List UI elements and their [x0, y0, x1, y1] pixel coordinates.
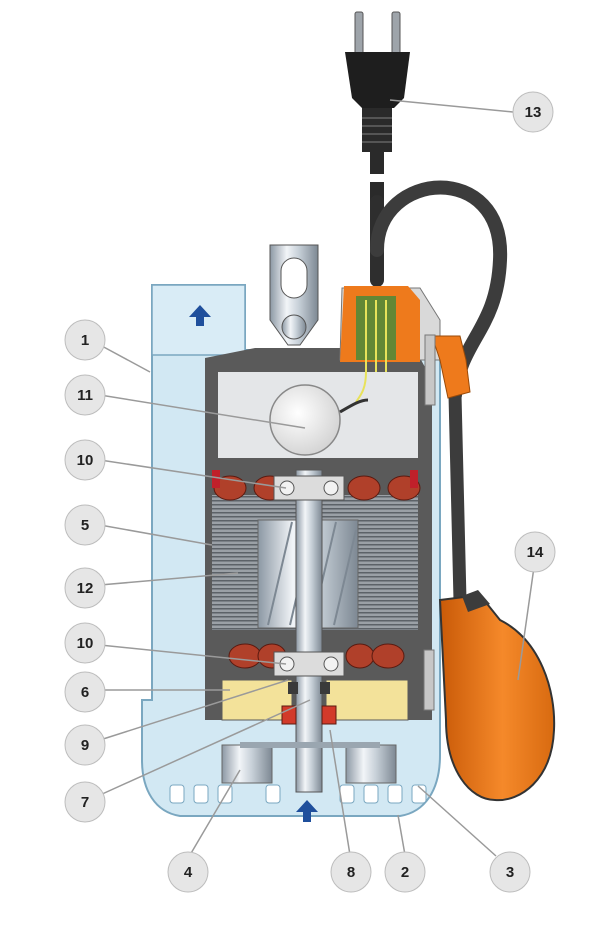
callout-13: 13 [512, 91, 554, 133]
leader-7 [99, 699, 311, 796]
svg-text:2: 2 [401, 864, 409, 881]
oil-chamber [221, 679, 409, 721]
callout-12: 12 [64, 567, 106, 609]
callout-11: 11 [64, 374, 106, 416]
callout-5: 5 [64, 504, 106, 546]
lower-bearing [273, 651, 345, 677]
svg-text:14: 14 [527, 544, 544, 561]
svg-text:13: 13 [525, 104, 542, 121]
svg-text:1: 1 [81, 332, 89, 349]
svg-text:6: 6 [81, 684, 89, 701]
callout-7: 7 [64, 781, 106, 823]
leader-4 [189, 769, 241, 856]
svg-text:10: 10 [77, 635, 94, 652]
callout-10-upper: 10 [64, 439, 106, 481]
lifting-eye [269, 244, 319, 346]
lip-seal [288, 682, 330, 694]
callout-6: 6 [64, 671, 106, 713]
inlet-flow-arrow [296, 800, 318, 822]
callout-1: 1 [64, 319, 106, 361]
svg-text:11: 11 [77, 387, 93, 404]
svg-text:4: 4 [184, 864, 193, 881]
callout-10-lower: 10 [64, 622, 106, 664]
leader-lines [99, 99, 536, 857]
leader-14 [517, 559, 536, 681]
power-plug [345, 11, 410, 202]
svg-text:7: 7 [81, 794, 89, 811]
svg-text:8: 8 [347, 864, 355, 881]
leader-8 [329, 729, 351, 856]
leader-9 [99, 679, 289, 741]
callout-14: 14 [514, 531, 556, 573]
svg-text:10: 10 [77, 452, 94, 469]
callout-9: 9 [64, 724, 106, 766]
leader-10b [99, 644, 287, 665]
svg-text:12: 12 [77, 580, 94, 597]
leader-5 [99, 524, 213, 546]
svg-text:5: 5 [81, 517, 89, 534]
leader-13 [389, 99, 514, 113]
callout-8: 8 [330, 851, 372, 893]
capacitor [269, 384, 369, 456]
motor-shaft [295, 469, 323, 793]
leader-11 [99, 394, 306, 429]
leader-3 [417, 785, 497, 857]
leader-2 [397, 814, 406, 856]
float-switch [438, 590, 556, 802]
leader-12 [99, 572, 239, 586]
callout-2: 2 [384, 851, 426, 893]
svg-text:9: 9 [81, 737, 89, 754]
svg-text:3: 3 [506, 864, 514, 881]
callout-4: 4 [167, 851, 209, 893]
outlet-flow-arrow [189, 305, 211, 326]
impeller [221, 742, 397, 784]
callout-3: 3 [489, 851, 531, 893]
callouts: 1 11 10 5 12 10 6 9 [64, 91, 556, 893]
float-switch-cable [370, 180, 508, 607]
mechanical-seal [281, 705, 337, 725]
leader-1 [99, 344, 151, 373]
leader-10a [99, 459, 287, 489]
